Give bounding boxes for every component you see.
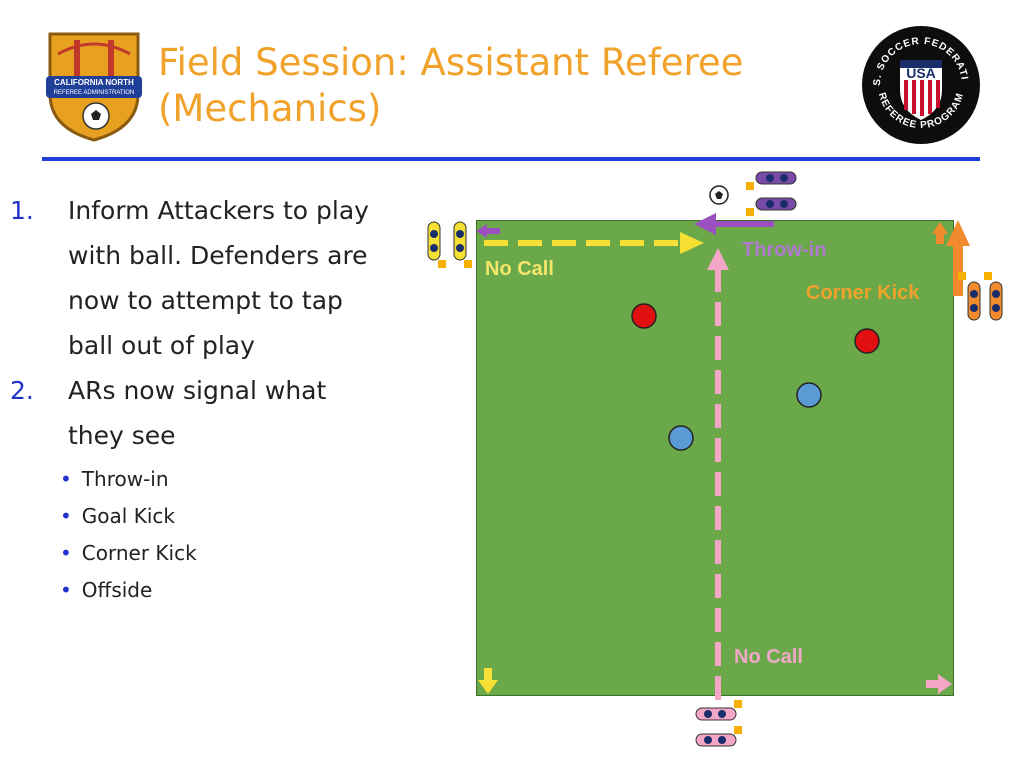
- logo-center-text: USA: [906, 65, 936, 81]
- assistant-referee-icon: [695, 700, 742, 721]
- assistant-referee-icon: [453, 221, 472, 268]
- goal-kick-arrowhead: [478, 680, 498, 694]
- item-number: 1.: [10, 196, 34, 225]
- no-call-bottom-label: No Call: [734, 646, 803, 668]
- blue-player: [796, 382, 822, 408]
- us-soccer-referee-logo: U.S. SOCCER FEDERATION REFEREE PROGRAM U…: [856, 16, 982, 146]
- soccer-ball-icon: [709, 185, 729, 205]
- title-line-1: Field Session: Assistant Referee: [158, 41, 744, 84]
- throw-in-arrowhead: [694, 213, 716, 235]
- red-player: [631, 303, 657, 329]
- item-number: 2.: [10, 376, 34, 405]
- goal-kick-arrow-shaft: [484, 668, 492, 682]
- item-line: ball out of play: [68, 331, 255, 360]
- assistant-referee-icon: [958, 272, 981, 321]
- no-call-bottom-arrowhead: [707, 248, 729, 270]
- item-line: they see: [68, 421, 176, 450]
- title-line-2: (Mechanics): [158, 87, 382, 130]
- sub-item: •Goal Kick: [60, 504, 175, 528]
- corner-kick-label: Corner Kick: [806, 282, 920, 304]
- assistant-referee-icon: [695, 726, 742, 747]
- throw-in-label: Throw-in: [742, 239, 827, 261]
- sub-item: •Corner Kick: [60, 541, 197, 565]
- sub-item: •Offside: [60, 578, 153, 602]
- left-logo-text2: REFEREE ADMINISTRATION: [54, 90, 135, 96]
- sub-item: •Throw-in: [60, 467, 169, 491]
- assistant-referee-icon: [746, 197, 797, 216]
- item-line: with ball. Defenders are: [68, 241, 368, 270]
- corner-kick-small-arrow: [936, 232, 944, 244]
- throw-in-flag-arrowhead: [476, 224, 487, 238]
- no-call-top-label: No Call: [485, 258, 554, 280]
- corner-kick-arrow-shaft: [953, 244, 963, 296]
- item-line: now to attempt to tap: [68, 286, 343, 315]
- corner-kick-arrowhead: [946, 220, 970, 246]
- assistant-referee-icon: [427, 221, 446, 268]
- item-line: ARs now signal what: [68, 376, 327, 405]
- blue-player: [668, 425, 694, 451]
- assistant-referee-icon: [746, 171, 797, 190]
- offside-arrowhead: [938, 674, 952, 694]
- offside-arrow-shaft: [926, 680, 940, 688]
- item-line: Inform Attackers to play: [68, 196, 369, 225]
- no-call-top-arrowhead: [680, 232, 704, 254]
- california-north-logo: CALIFORNIA NORTH REFEREE ADMINISTRATION: [44, 24, 144, 144]
- header-divider: [42, 157, 980, 161]
- page-title: Field Session: Assistant Referee (Mechan…: [158, 40, 798, 132]
- left-logo-text1: CALIFORNIA NORTH: [54, 78, 134, 87]
- red-player: [854, 328, 880, 354]
- assistant-referee-icon: [984, 272, 1003, 321]
